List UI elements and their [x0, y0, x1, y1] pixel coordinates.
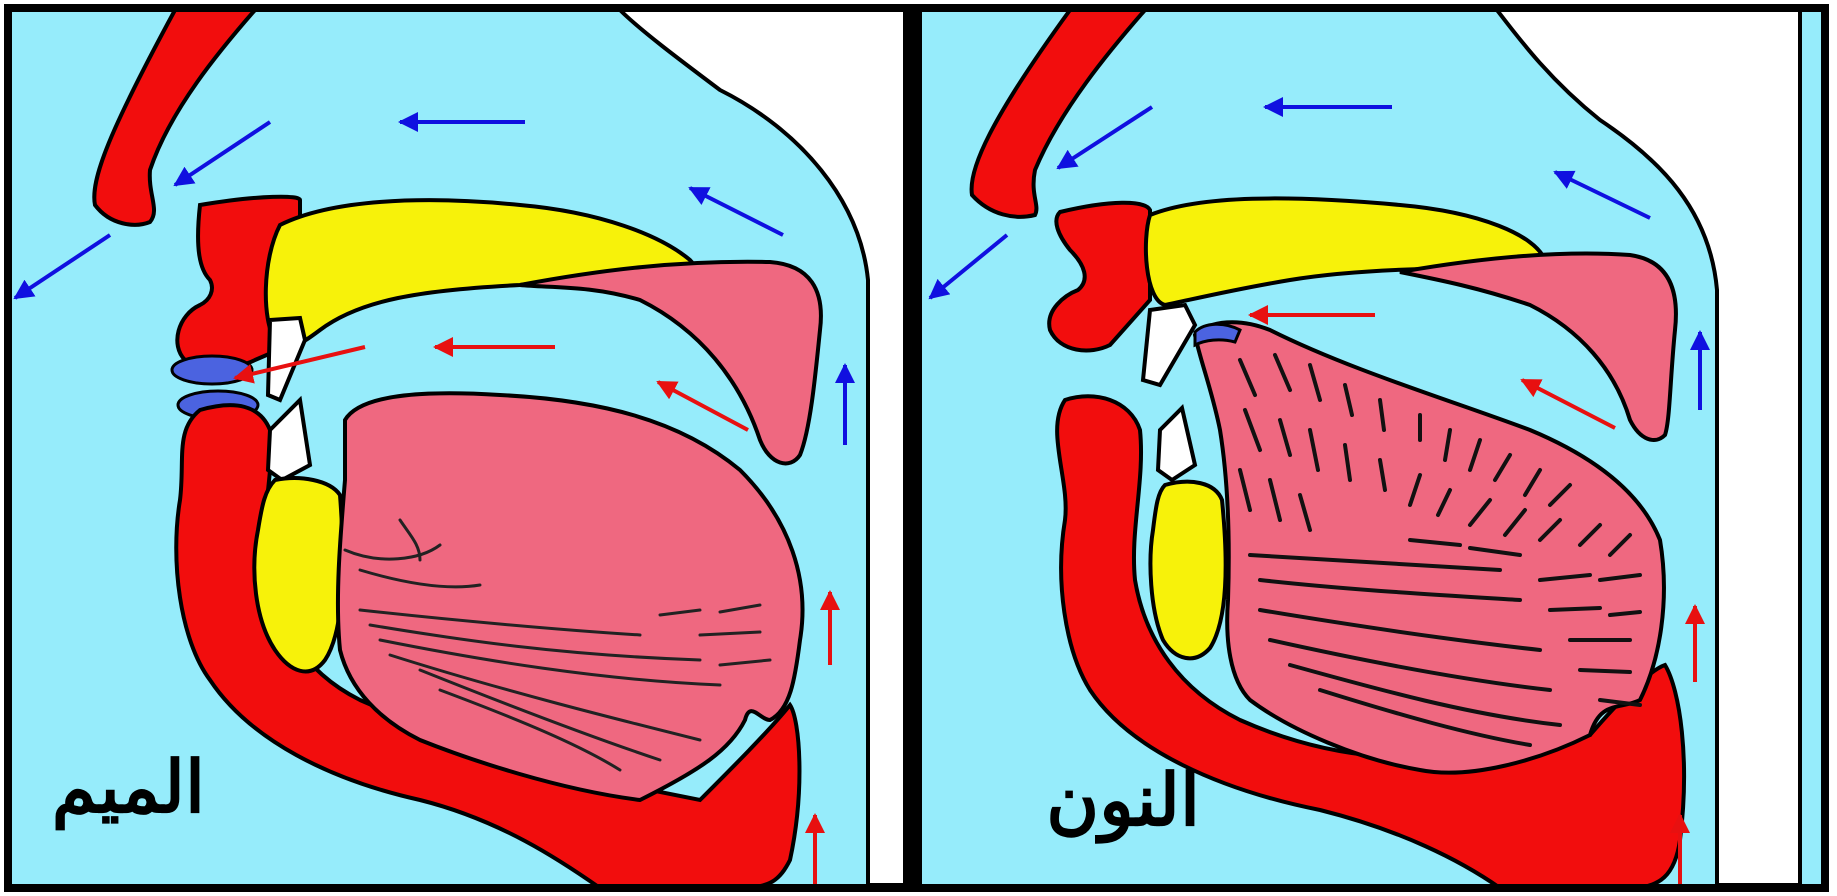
- panel-meem: الميم: [8, 8, 910, 890]
- panel-label-noon: النون: [1046, 757, 1200, 844]
- panel-noon: النون: [920, 8, 1825, 890]
- lip-contact-upper: [172, 356, 252, 384]
- jaw-bone: [1150, 482, 1225, 659]
- panel-label-meem: الميم: [52, 744, 205, 831]
